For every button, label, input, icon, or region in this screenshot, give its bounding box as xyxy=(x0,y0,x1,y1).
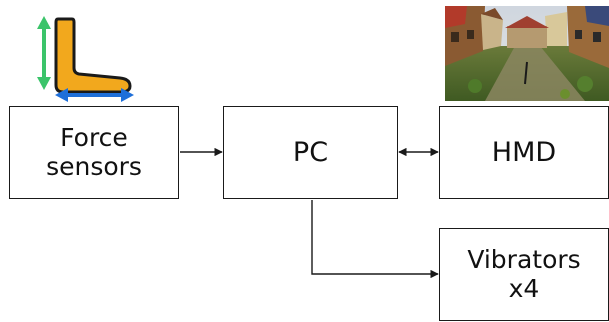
pc-block: PC xyxy=(223,106,398,199)
force-sensors-block: Force sensors xyxy=(9,106,179,199)
arrow-pc-to-vibrators xyxy=(311,200,439,279)
pc-label: PC xyxy=(292,136,329,168)
hmd-label: HMD xyxy=(491,136,557,168)
vibrators-label: Vibrators x4 xyxy=(467,244,581,303)
horizontal-force-arrow xyxy=(55,88,134,102)
foot-shape xyxy=(54,17,132,94)
hmd-block: HMD xyxy=(439,106,609,199)
vibrators-block: Vibrators x4 xyxy=(439,228,609,321)
hmd-vr-screenshot-image xyxy=(445,6,609,101)
foot-force-sensor-icon xyxy=(37,16,134,102)
vertical-force-arrow xyxy=(37,16,51,90)
force-sensors-label: Force sensors xyxy=(46,122,142,181)
